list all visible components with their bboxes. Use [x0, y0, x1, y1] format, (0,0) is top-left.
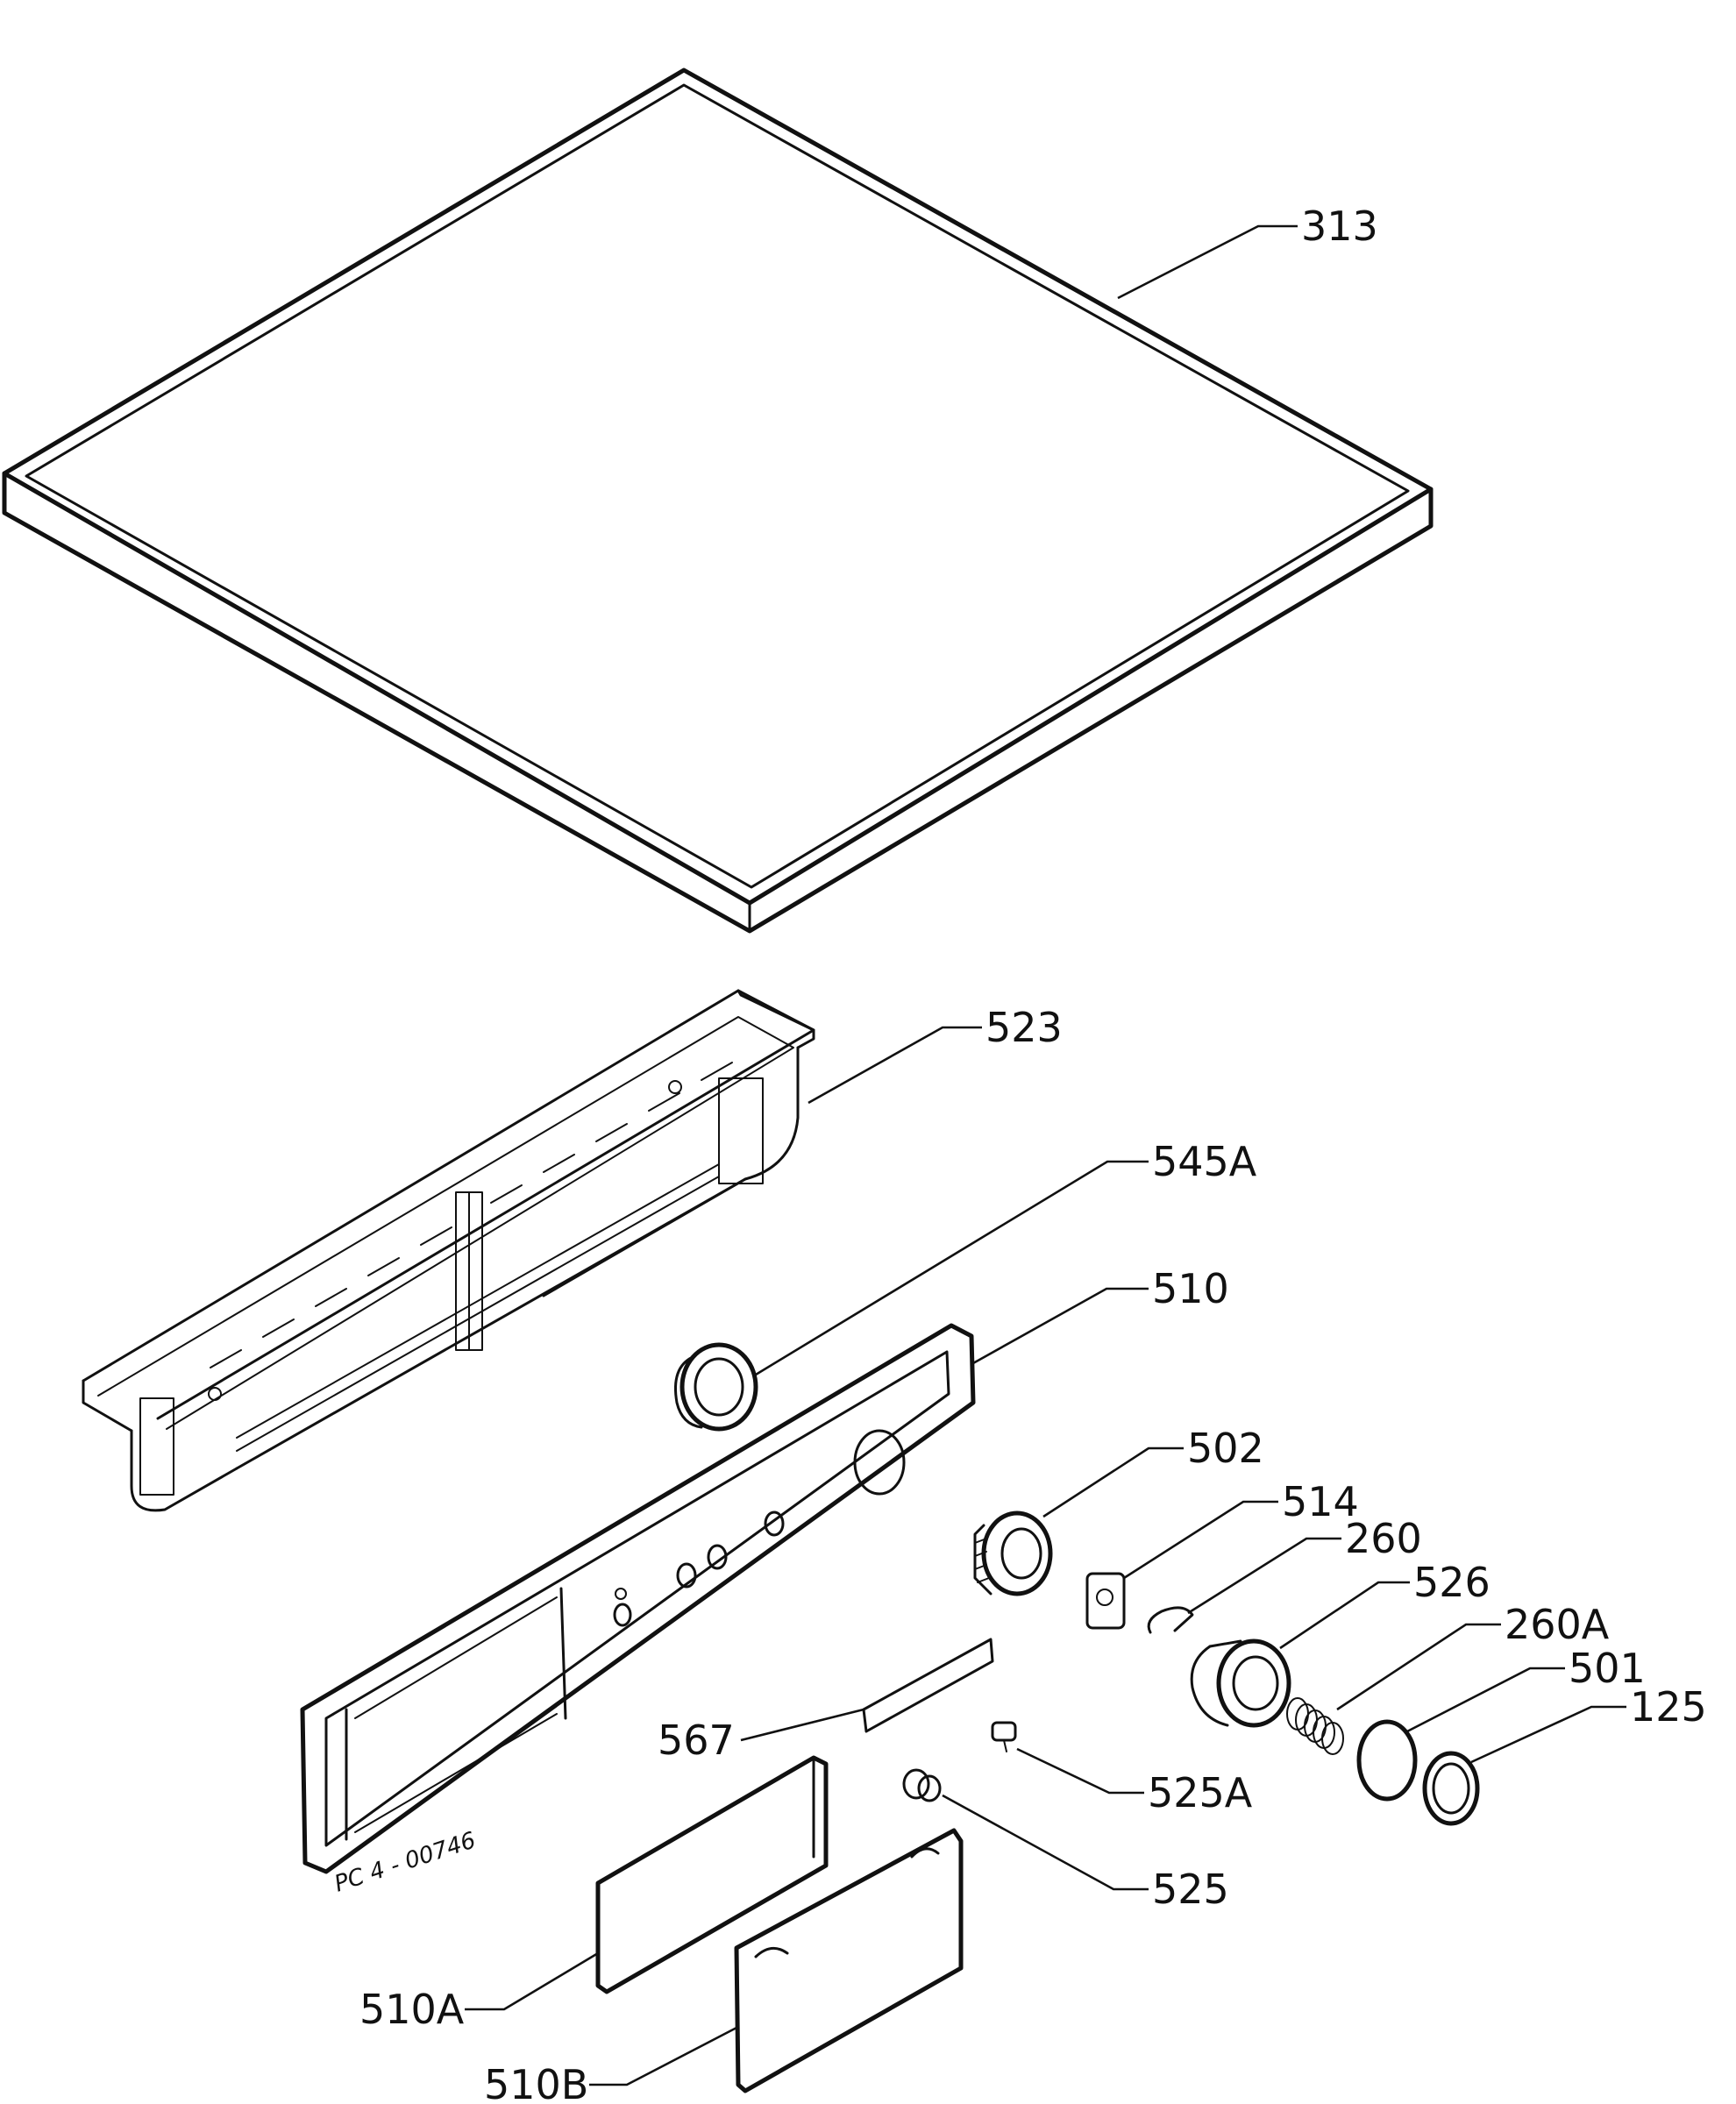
part-510B-door-cover: [734, 1828, 964, 2093]
callout-545A: 545A: [1152, 1138, 1257, 1185]
part-260-spring-wire: [1147, 1606, 1194, 1634]
callout-510: 510: [1152, 1265, 1229, 1312]
callout-525: 525: [1152, 1866, 1229, 1913]
part-260A-coil-spring: [1286, 1697, 1344, 1755]
part-567-strip: [862, 1638, 994, 1733]
callout-260: 260: [1345, 1515, 1422, 1562]
part-125-ring: [1422, 1751, 1480, 1826]
callout-501: 501: [1569, 1645, 1646, 1692]
part-526-bushing: [1190, 1638, 1291, 1728]
callout-510A: 510A: [359, 1986, 465, 2033]
part-502-knob: [973, 1510, 1053, 1596]
callout-260A: 260A: [1505, 1601, 1610, 1648]
part-525A-clip: [991, 1721, 1017, 1752]
callout-525A: 525A: [1148, 1769, 1253, 1816]
part-545A-grommet: [674, 1342, 758, 1432]
drawing-code: PC 4 - 00746: [331, 1827, 479, 1897]
callout-514: 514: [1282, 1478, 1359, 1525]
part-501-disc: [1356, 1719, 1418, 1802]
callout-510B: 510B: [484, 2061, 588, 2104]
part-510A-flat-cover: [595, 1755, 829, 1994]
callout-labels: 313 523 545A 510 502 514 260 526 260A 50…: [359, 203, 1707, 2104]
callout-125: 125: [1630, 1683, 1707, 1731]
part-523-frame: [82, 989, 815, 1512]
callout-526: 526: [1413, 1559, 1491, 1606]
callout-567: 567: [658, 1717, 735, 1764]
callout-523: 523: [985, 1004, 1063, 1051]
part-510-control-panel: [300, 1323, 976, 1874]
part-525-button-pin: [902, 1768, 942, 1802]
callout-313: 313: [1301, 203, 1378, 250]
part-514-switch: [1085, 1572, 1126, 1630]
part-313-top-cover: [2, 68, 1434, 934]
callout-502: 502: [1187, 1425, 1264, 1472]
leader-lines: [465, 224, 1626, 2086]
